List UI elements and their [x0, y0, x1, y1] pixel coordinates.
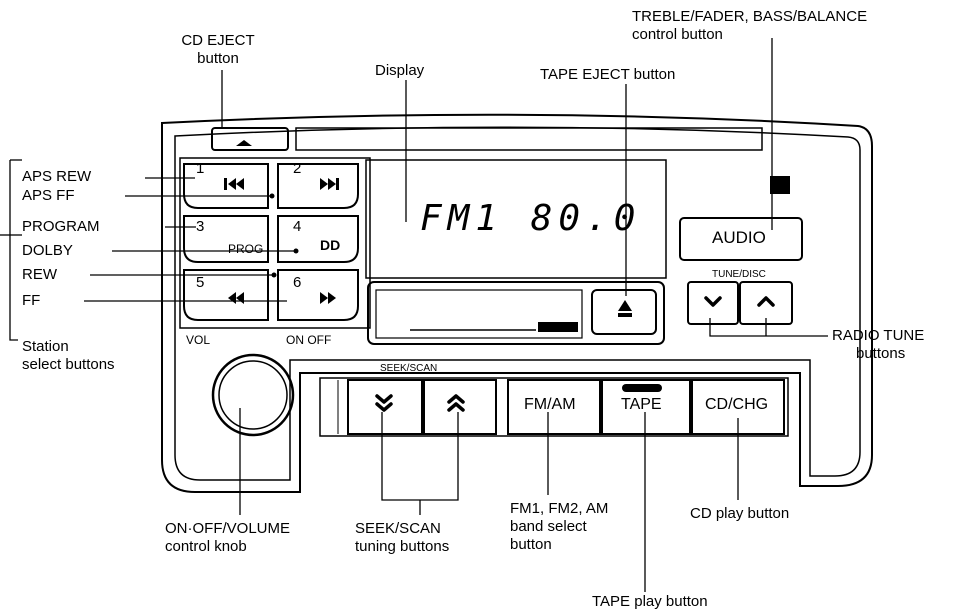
outer-bezel	[161, 113, 873, 493]
tape-play-callout: TAPE play button	[592, 593, 708, 610]
tape-button[interactable]	[601, 379, 691, 435]
cd-eject-callout: CD EJECT button	[178, 32, 258, 68]
tape-eject-button[interactable]	[591, 289, 657, 335]
preset-number-3: 3	[196, 218, 205, 235]
callout-line: band select	[510, 518, 587, 535]
callout-line: button	[510, 536, 552, 553]
prog-label: PROG	[228, 242, 264, 256]
preset-button-5[interactable]	[183, 269, 269, 321]
station-select-callout: Station select buttons	[22, 338, 115, 374]
preset-button-4[interactable]	[277, 215, 359, 263]
tune-down-button[interactable]	[687, 281, 739, 325]
bottom-button-row	[319, 377, 789, 437]
preset-button-1[interactable]	[183, 163, 269, 209]
display-callout: Display	[375, 62, 425, 79]
cd-slot	[295, 127, 763, 151]
fm-am-button[interactable]	[507, 379, 601, 435]
preset-number-2: 2	[293, 160, 302, 177]
seek-up-button[interactable]	[423, 379, 497, 435]
tape-button-label: TAPE	[621, 396, 662, 413]
treble-callout: TREBLE/FADER, BASS/BALANCE control butto…	[632, 8, 867, 44]
seek-down-icon	[375, 394, 393, 404]
callout-line: SEEK/SCAN	[355, 520, 441, 537]
preset-number-6: 6	[293, 274, 302, 291]
dolby-callout: DOLBY	[22, 242, 73, 259]
preset-number-1: 1	[196, 160, 205, 177]
seek-scan-label: SEEK/SCAN	[380, 363, 438, 374]
preset-number-5: 5	[196, 274, 205, 291]
cd-eject-button[interactable]	[211, 127, 289, 151]
rew-callout: REW	[22, 266, 57, 283]
audio-button[interactable]	[679, 217, 803, 261]
fast-forward-icon	[320, 292, 336, 304]
seek-up-icon	[447, 394, 465, 404]
display-readout: FM1 80.0	[420, 198, 642, 239]
rewind-icon	[228, 292, 244, 304]
on-off-label: ON OFF	[286, 333, 332, 347]
dolby-emblem	[770, 176, 790, 194]
audio-button-label: AUDIO	[712, 228, 766, 247]
callout-line: buttons	[856, 345, 906, 362]
callout-line: Station	[22, 338, 69, 355]
chevron-up-icon	[757, 296, 775, 307]
display-window	[365, 159, 667, 279]
on-off-volume-callout: ON·OFF/VOLUME control knob	[165, 520, 290, 556]
band-select-callout: FM1, FM2, AM band select button	[510, 500, 608, 554]
preset-button-2[interactable]	[277, 163, 359, 209]
tape-eject-callout: TAPE EJECT button	[540, 66, 676, 83]
prev-track-icon	[224, 178, 244, 190]
volume-knob[interactable]	[211, 353, 295, 437]
callout-line: tuning buttons	[355, 538, 450, 555]
program-callout: PROGRAM	[22, 218, 100, 235]
preset-number-4: 4	[293, 218, 302, 235]
cassette-slot	[375, 289, 583, 339]
cd-play-callout: CD play button	[690, 505, 790, 522]
vol-label: VOL	[186, 333, 211, 347]
tape-eject-icon	[618, 300, 632, 311]
callout-line: select buttons	[22, 356, 115, 373]
eject-icon	[236, 140, 252, 146]
cd-chg-button-label: CD/CHG	[705, 396, 769, 413]
preset-button-block	[179, 157, 371, 329]
callout-line: control button	[632, 26, 723, 43]
preset-button-6[interactable]	[277, 269, 359, 321]
tune-up-button[interactable]	[739, 281, 793, 325]
chevron-down-icon	[704, 296, 722, 307]
callout-line: FM1, FM2, AM	[510, 500, 609, 517]
dolby-symbol: DD	[320, 237, 341, 253]
callout-line: CD EJECT	[181, 32, 255, 49]
tape-indicator	[622, 384, 662, 392]
callout-line: ON·OFF/VOLUME	[165, 520, 291, 537]
next-track-icon	[320, 178, 339, 190]
fm-am-button-label: FM/AM	[524, 396, 576, 413]
preset-button-3[interactable]	[183, 215, 269, 263]
callout-line: control knob	[165, 538, 247, 555]
seek-down-button[interactable]	[347, 379, 423, 435]
seek-scan-callout: SEEK/SCAN tuning buttons	[355, 520, 449, 556]
aps-rew-callout: APS REW	[22, 168, 92, 185]
cassette-door	[367, 281, 665, 345]
callout-line: button	[197, 50, 239, 67]
radio-tune-callout: RADIO TUNE buttons	[832, 327, 924, 363]
callout-line: TREBLE/FADER, BASS/BALANCE	[632, 8, 868, 25]
aps-ff-callout: APS FF	[22, 187, 75, 204]
ff-callout: FF	[22, 292, 41, 309]
tune-disc-label: TUNE/DISC	[712, 269, 766, 280]
callout-line: RADIO TUNE	[832, 327, 925, 344]
